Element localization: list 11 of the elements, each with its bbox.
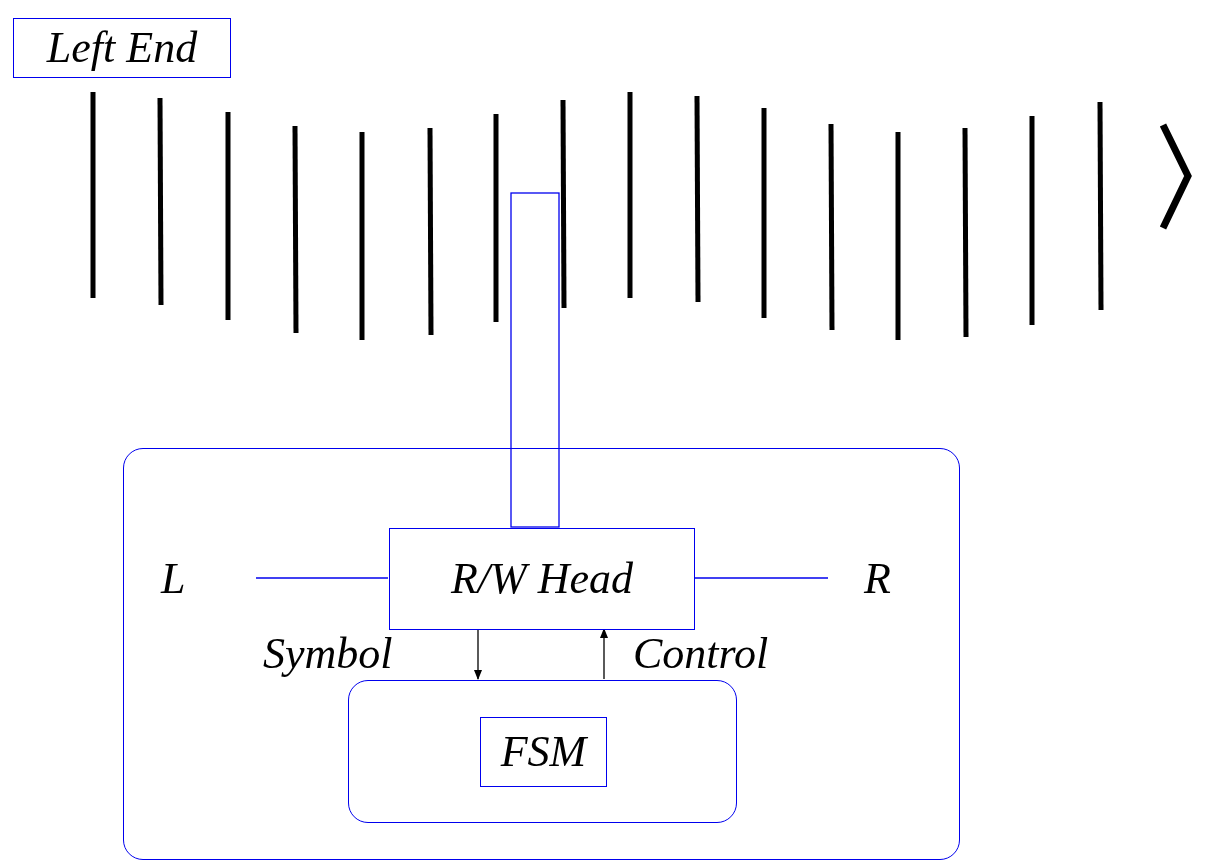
- side-label: L: [161, 557, 186, 601]
- machine-box: [123, 448, 960, 860]
- connector-line: [255, 577, 389, 579]
- label-box: Left End: [13, 18, 231, 78]
- state-box: FSM: [480, 717, 607, 787]
- arrow: [600, 628, 608, 680]
- arrow: [474, 628, 482, 680]
- control-box: [348, 680, 737, 823]
- connector-line: [693, 577, 829, 579]
- side-label: R: [864, 557, 891, 601]
- head-box: R/W Head: [389, 528, 695, 630]
